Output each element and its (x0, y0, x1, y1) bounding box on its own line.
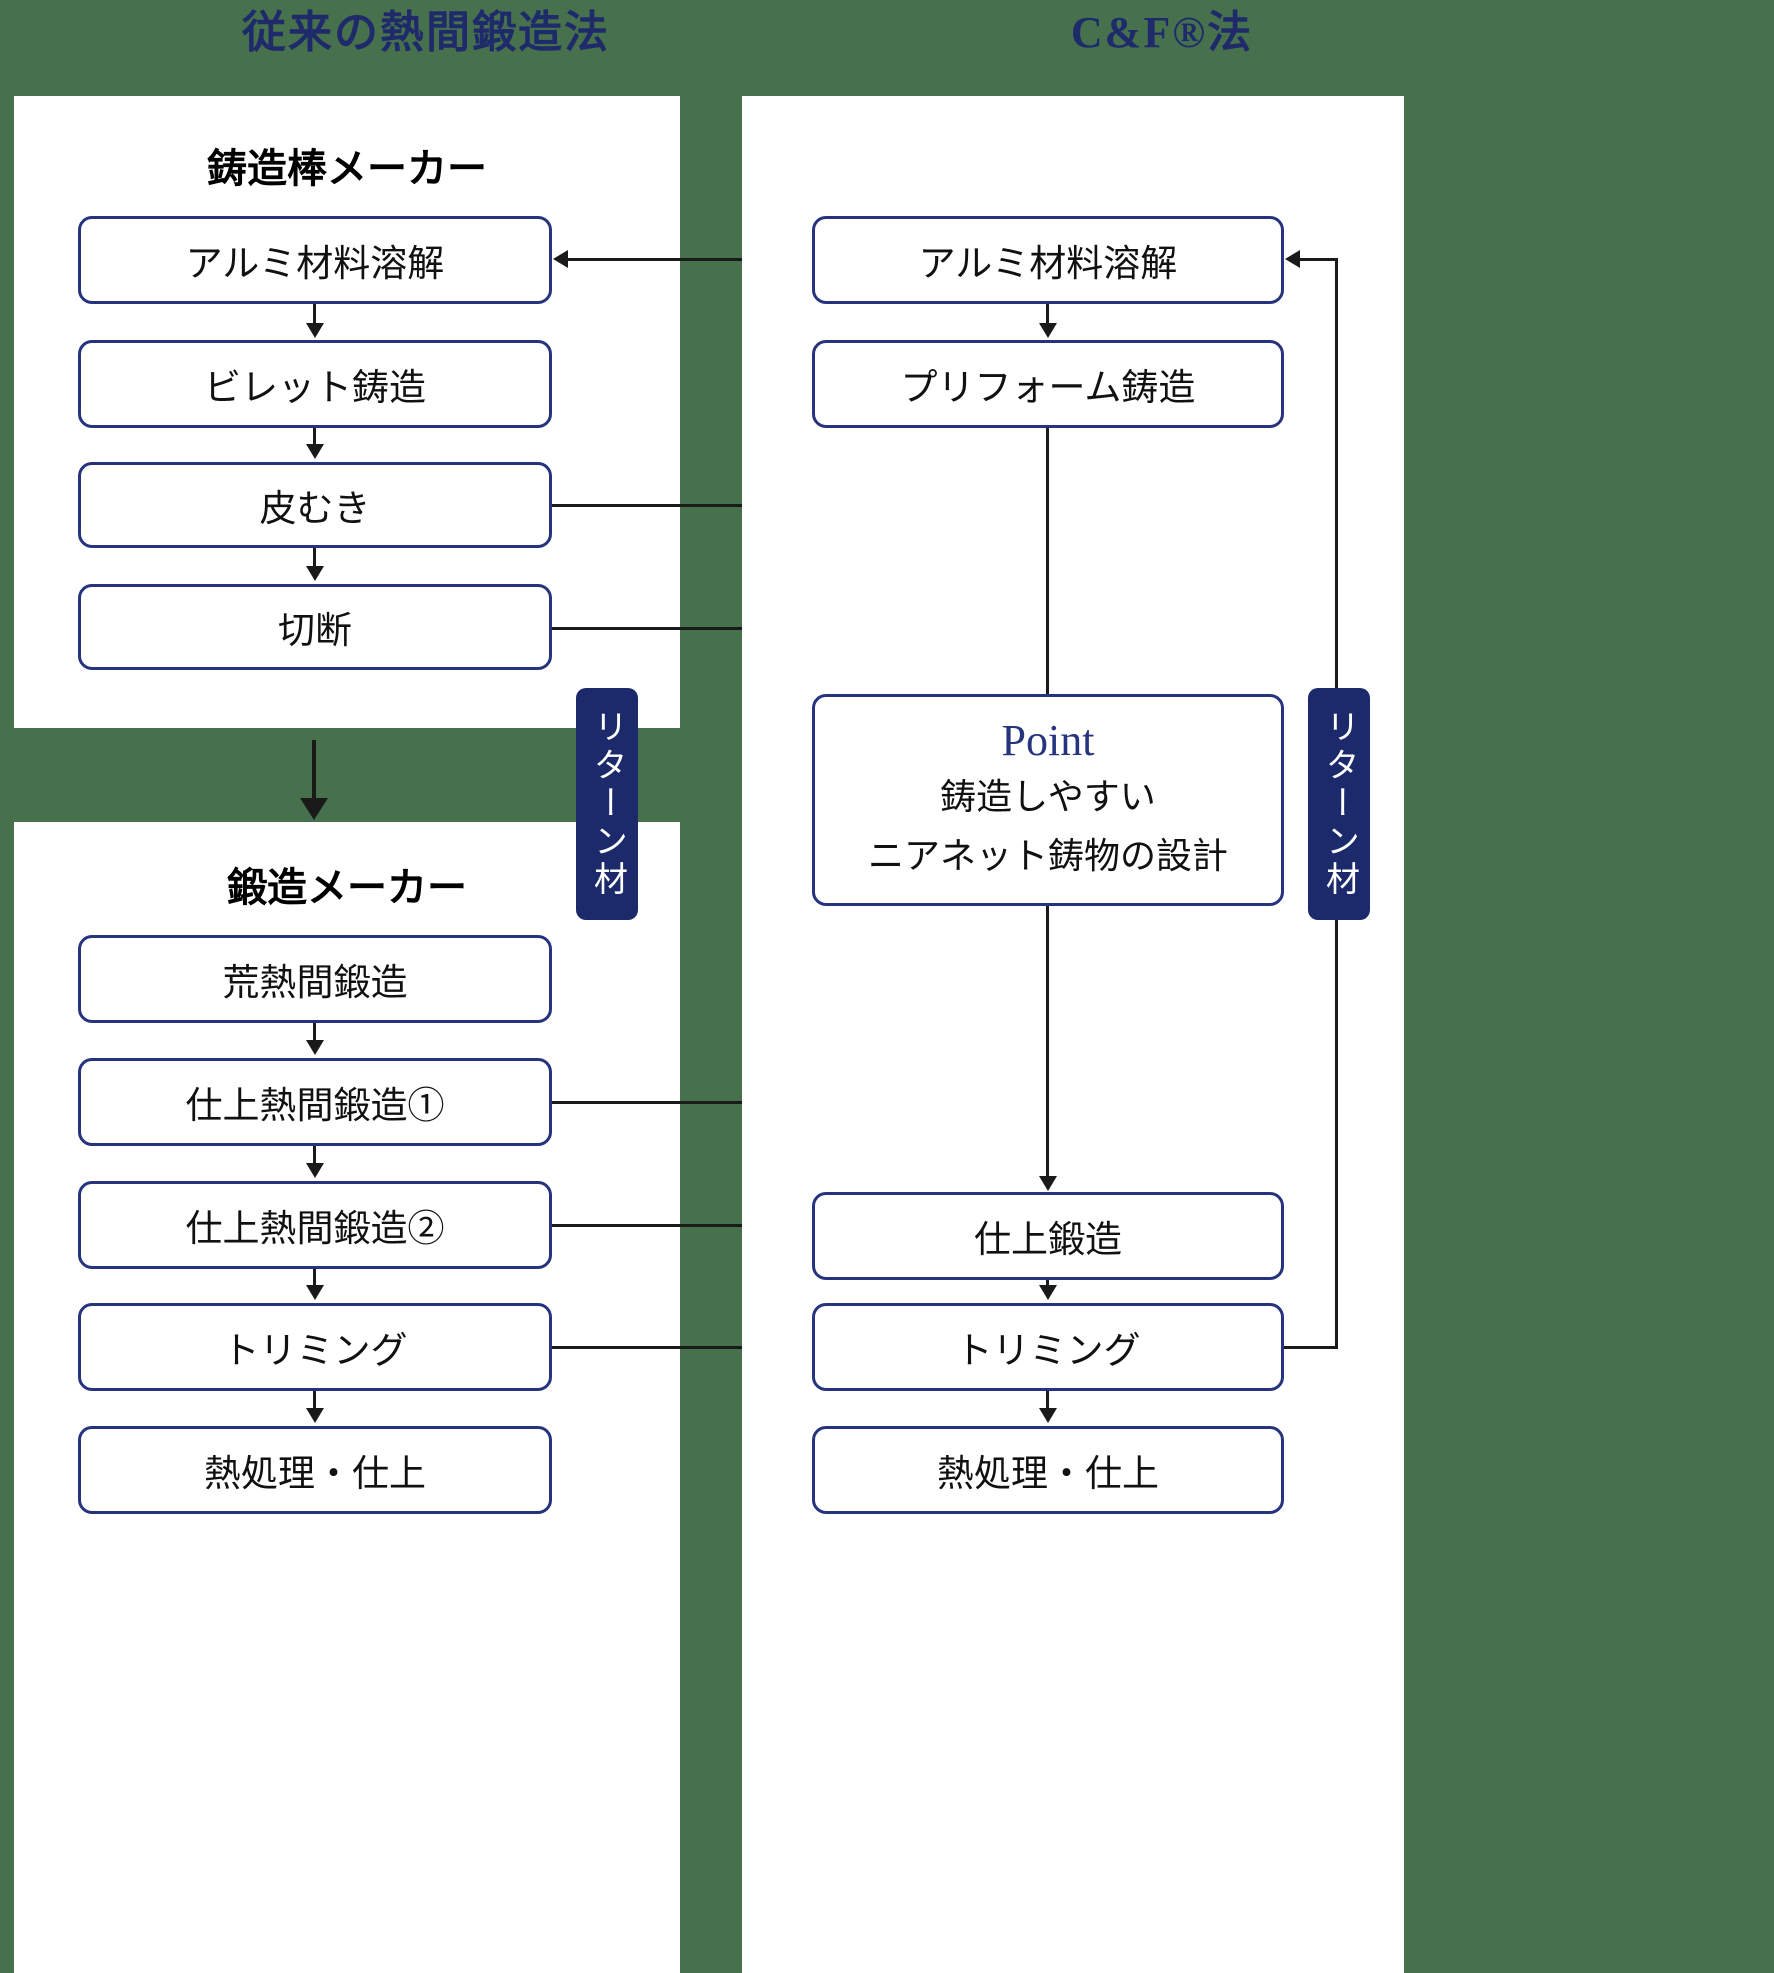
return-line-left-from-cutting (552, 627, 748, 630)
connector-right-finish-to-trimming (1046, 1280, 1049, 1286)
arrowhead-left-panel1-to-panel2 (300, 798, 328, 820)
return-line-left-from-peeling (552, 504, 748, 507)
arrowhead-left-rough-to-finish1 (306, 1040, 324, 1055)
node-left-heat-treatment-finish[interactable]: 熱処理・仕上 (78, 1426, 552, 1514)
connector-left-finish1-to-finish2 (313, 1146, 316, 1164)
return-material-badge-left: リターン材 (576, 688, 638, 920)
arrowhead-left-melting-to-billet (306, 323, 324, 338)
point-line-1: 鋳造しやすい (940, 777, 1156, 818)
return-line-right-from-trimming (1284, 1346, 1338, 1349)
connector-left-trimming-to-heat (313, 1391, 316, 1409)
connector-right-preform-to-point (1046, 428, 1049, 694)
arrowhead-right-melting-to-preform (1039, 323, 1057, 338)
arrowhead-right-finish-to-trimming (1039, 1285, 1057, 1300)
point-line-2: ニアネット鋳物の設計 (867, 836, 1228, 876)
node-left-finish-hot-forging-2[interactable]: 仕上熱間鍛造② (78, 1181, 552, 1269)
group-title-forging-maker: 鍛造メーカー (227, 865, 467, 910)
node-left-cutting[interactable]: 切断 (78, 584, 552, 670)
return-line-left-from-finish1 (552, 1101, 748, 1104)
arrowhead-left-trimming-to-heat (306, 1408, 324, 1423)
connector-right-trimming-to-heat (1046, 1391, 1049, 1409)
group-title-casting-bar-maker: 鋳造棒メーカー (207, 146, 487, 191)
left-column-title: 従来の熱間鍛造法 (242, 8, 610, 57)
node-right-finish-forging[interactable]: 仕上鍛造 (812, 1192, 1284, 1280)
return-line-left-from-trimming (552, 1346, 766, 1349)
return-line-left-from-finish2 (552, 1224, 748, 1227)
node-right-trimming[interactable]: トリミング (812, 1303, 1284, 1391)
node-right-point-box: Point 鋳造しやすい ニアネット鋳物の設計 (812, 694, 1284, 906)
node-left-trimming[interactable]: トリミング (78, 1303, 552, 1391)
return-material-badge-right: リターン材 (1308, 688, 1370, 920)
connector-left-melting-to-billet (313, 304, 316, 325)
connector-left-panel1-to-panel2 (312, 740, 316, 802)
connector-left-rough-to-finish1 (313, 1023, 316, 1041)
return-line-left-to-melting (566, 258, 765, 261)
connector-left-billet-to-peeling (313, 428, 316, 445)
node-left-melting[interactable]: アルミ材料溶解 (78, 216, 552, 304)
point-heading: Point (1001, 716, 1095, 766)
arrowhead-left-billet-to-peeling (306, 444, 324, 459)
node-right-heat-treatment-finish[interactable]: 熱処理・仕上 (812, 1426, 1284, 1514)
arrowhead-left-peeling-to-cutting (306, 566, 324, 581)
connector-left-finish2-to-trimming (313, 1269, 316, 1286)
arrowhead-left-finish2-to-trimming (306, 1285, 324, 1300)
arrowhead-right-trimming-to-heat (1039, 1408, 1057, 1423)
return-line-right-to-melting (1298, 258, 1338, 261)
arrowhead-left-finish1-to-finish2 (306, 1163, 324, 1178)
node-left-rough-hot-forging[interactable]: 荒熱間鍛造 (78, 935, 552, 1023)
arrowhead-return-right-to-melting (1285, 250, 1300, 268)
node-left-finish-hot-forging-1[interactable]: 仕上熱間鍛造① (78, 1058, 552, 1146)
right-column-title: C&F®法 (1070, 8, 1254, 57)
node-left-billet-casting[interactable]: ビレット鋳造 (78, 340, 552, 428)
arrowhead-right-point-to-finish-forging (1039, 1176, 1057, 1191)
node-right-preform-casting[interactable]: プリフォーム鋳造 (812, 340, 1284, 428)
connector-right-point-to-finish-forging (1046, 906, 1049, 1178)
node-left-peeling[interactable]: 皮むき (78, 462, 552, 548)
arrowhead-return-left-to-melting (553, 250, 568, 268)
connector-left-peeling-to-cutting (313, 548, 316, 567)
node-right-melting[interactable]: アルミ材料溶解 (812, 216, 1284, 304)
connector-right-melting-to-preform (1046, 304, 1049, 325)
